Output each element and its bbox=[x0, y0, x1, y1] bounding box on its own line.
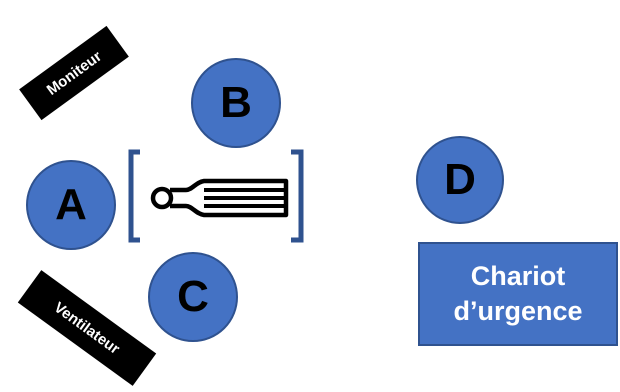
bed-right-bracket bbox=[291, 149, 304, 243]
role-circle-c: C bbox=[148, 252, 238, 342]
role-a-letter: A bbox=[55, 180, 87, 229]
patient-on-bed-icon bbox=[128, 149, 304, 243]
role-b-letter: B bbox=[220, 78, 252, 127]
ventilator-label: Ventilateur bbox=[17, 270, 157, 386]
cart-label-line2: d’urgence bbox=[453, 296, 583, 326]
role-c-letter: C bbox=[177, 272, 209, 321]
emergency-cart-box: Chariot d’urgence bbox=[418, 242, 618, 346]
role-circle-a: A bbox=[26, 160, 116, 250]
monitor-label: Moniteur bbox=[19, 25, 129, 121]
role-circle-b: B bbox=[191, 58, 281, 148]
cart-label-line1: Chariot bbox=[470, 260, 566, 291]
patient-head bbox=[150, 186, 174, 210]
bed-left-bracket bbox=[128, 149, 140, 243]
role-d-letter: D bbox=[444, 155, 476, 204]
role-circle-d: D bbox=[416, 136, 504, 224]
monitor-label-text: Moniteur bbox=[43, 47, 105, 99]
ventilator-label-text: Ventilateur bbox=[50, 298, 124, 358]
